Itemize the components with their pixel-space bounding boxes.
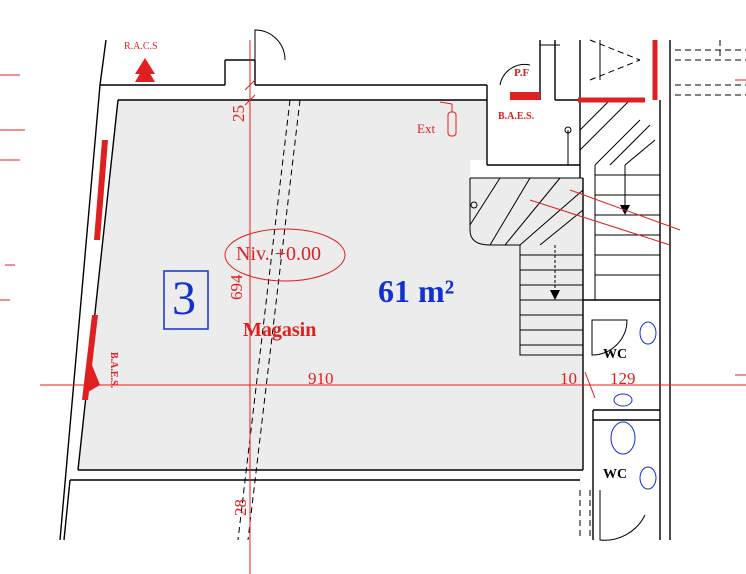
dim-width-wall: 10: [560, 369, 577, 388]
fire-door-label: P.F: [514, 67, 530, 79]
door-swings: [254, 29, 646, 541]
room-name: Magasin: [243, 319, 317, 341]
wc-upper-label: WC: [603, 347, 628, 362]
racs-label: R.A.C.S: [124, 41, 158, 52]
stairs: [469, 40, 660, 356]
room-number-box: [163, 270, 209, 330]
dim-bottom-offset: 28: [231, 499, 250, 516]
dim-width-main: 910: [308, 369, 334, 388]
dim-width-wc: 129: [610, 369, 636, 388]
extinguisher-icon: [439, 101, 457, 137]
walls: [59, 39, 671, 541]
dim-top-offset: 25: [229, 105, 248, 122]
red-window-segments: [82, 92, 540, 400]
baes-left-icon: [88, 355, 100, 392]
toilets: [610, 321, 657, 490]
dimension-lines: [0, 40, 746, 574]
baes-top-label: B.A.E.S.: [498, 111, 535, 122]
level-label: Niv. +0.00: [236, 243, 321, 265]
extinguisher-label: Ext: [417, 121, 436, 136]
racs-symbol: [135, 58, 155, 82]
dim-depth: 694: [227, 274, 246, 301]
wc-lower-label: WC: [603, 467, 628, 482]
room-area: 61 m²: [378, 273, 455, 309]
room-number: 3: [172, 272, 196, 325]
magasin-floor: [78, 100, 583, 470]
dashed-lines: [237, 39, 746, 541]
baes-left-label: B.A.E.S.: [108, 352, 119, 389]
